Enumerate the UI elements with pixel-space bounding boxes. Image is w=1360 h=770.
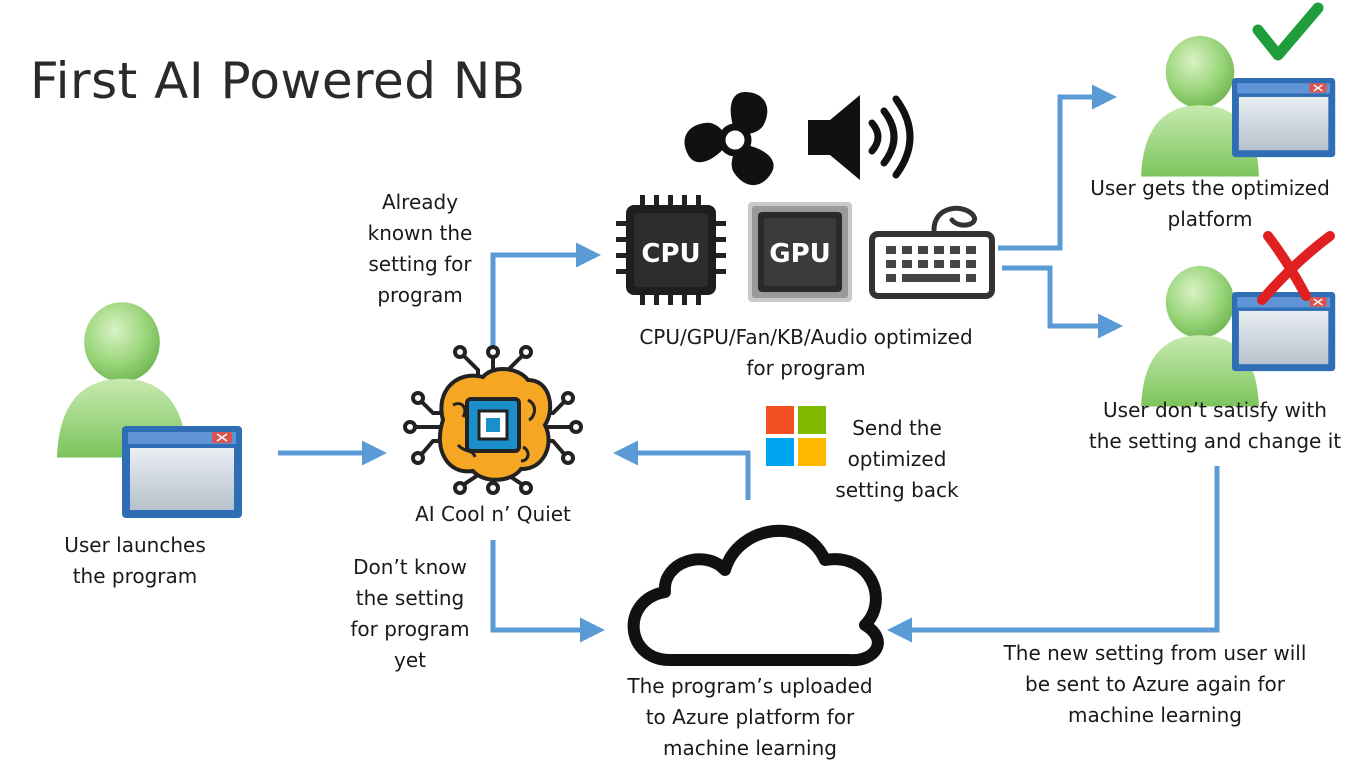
arrow-ai-to-components <box>490 242 601 345</box>
arrow-to-unsatisfied-user <box>1002 265 1123 339</box>
label-new-setting: The new setting from user will be sent t… <box>1003 641 1307 727</box>
cloud-icon <box>627 524 884 667</box>
ai-brain-chip-icon <box>403 345 583 495</box>
arrows <box>278 84 1220 643</box>
arrow-cloud-to-ai <box>613 440 751 500</box>
label-user-launches: User launches the program <box>64 533 206 588</box>
label-ai-cool-n-quiet: AI Cool n’ Quiet <box>415 502 571 526</box>
label-send-back: Send the optimized setting back <box>835 416 959 502</box>
window-icon-unsatisfied <box>1231 291 1336 372</box>
label-user-unsatisfied: User don’t satisfy with the setting and … <box>1088 398 1342 453</box>
label-user-gets-optimized: User gets the optimized platform <box>1090 176 1330 231</box>
window-icon <box>121 425 243 519</box>
cpu-chip-label: CPU <box>641 239 700 269</box>
keyboard-icon <box>869 205 995 299</box>
label-uploaded-to-azure: The program’s uploaded to Azure platform… <box>627 674 873 760</box>
speaker-icon <box>808 95 914 180</box>
label-optimized: CPU/GPU/Fan/KB/Audio optimized for progr… <box>639 325 973 380</box>
arrow-to-satisfied-user <box>998 84 1117 251</box>
window-icon-satisfied <box>1231 77 1336 158</box>
arrow-user-to-cloud <box>887 466 1220 643</box>
arrow-ai-to-cloud <box>490 540 605 643</box>
microsoft-logo-icon <box>766 406 826 466</box>
checkmark-icon <box>1252 2 1324 61</box>
gpu-chip-icon <box>748 202 852 302</box>
cross-icon <box>1257 231 1335 305</box>
label-dont-know: Don’t know the setting for program yet <box>350 555 470 672</box>
label-already-known: Already known the setting for program <box>367 190 473 307</box>
gpu-chip-label: GPU <box>769 239 831 269</box>
fan-icon <box>684 92 774 186</box>
page-title: First AI Powered NB <box>30 52 526 110</box>
cpu-chip-icon <box>616 195 726 305</box>
